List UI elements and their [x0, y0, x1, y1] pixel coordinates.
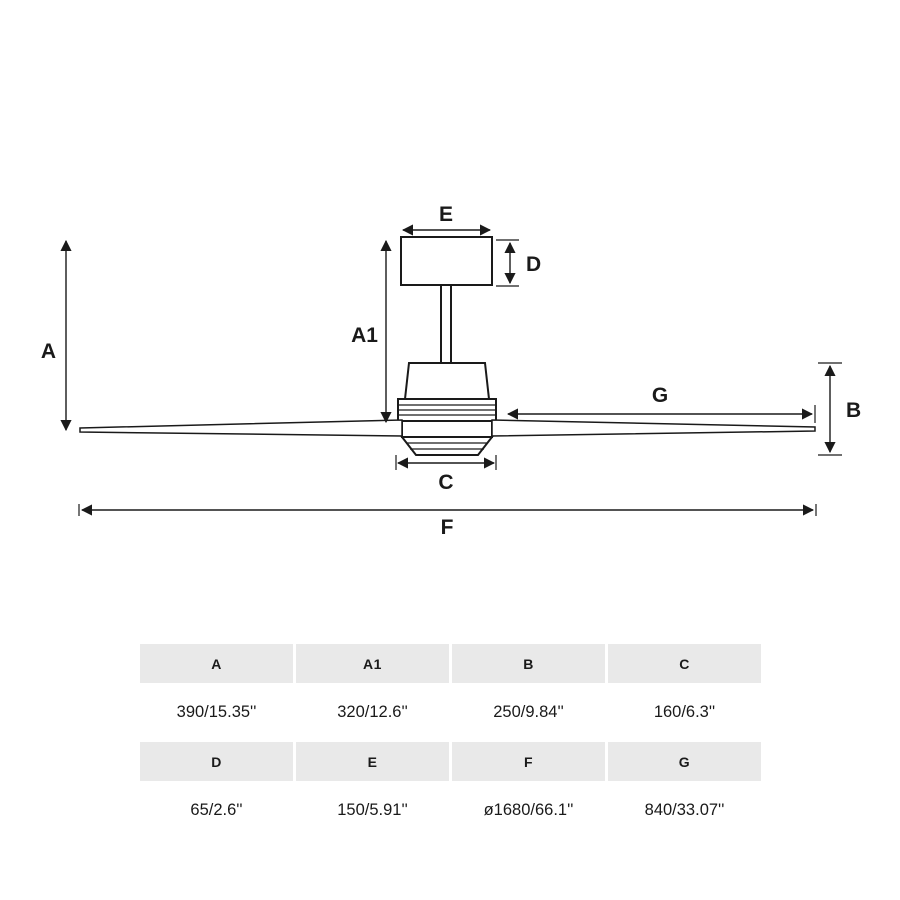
table-value-cell: 390/15.35'': [176, 703, 257, 721]
table-value-cell: 250/9.84'': [493, 703, 564, 721]
downrod: [440, 284, 452, 364]
motor-housing: [403, 362, 491, 400]
table-header-cell: D: [140, 742, 293, 781]
table-header-cell: F: [452, 742, 605, 781]
dim-E-label: E: [439, 203, 453, 226]
table-value-cell: 65/2.6'': [190, 801, 243, 819]
table-header-cell: A: [140, 644, 293, 683]
table-header-cell: C: [608, 644, 761, 683]
dim-C-label: C: [438, 471, 453, 494]
table-header-cell: E: [296, 742, 449, 781]
dimensions-table: A A1 B C 390/15.35'' 320/12.6'' 250/9.84…: [140, 644, 761, 840]
table-value-cell: 150/5.91'': [337, 801, 408, 819]
table-header-cell: G: [608, 742, 761, 781]
dim-A1-label: A1: [351, 324, 378, 347]
dim-D-label: D: [526, 253, 541, 276]
table-value-cell: ø1680/66.1'': [483, 801, 574, 819]
table-value-cell: 840/33.07'': [644, 801, 725, 819]
dim-A-label: A: [41, 340, 56, 363]
dim-F-label: F: [441, 516, 454, 539]
table-header-cell: B: [452, 644, 605, 683]
fan-dimension-diagram: E D A1 A G B C F: [41, 203, 861, 539]
motor-hub: [401, 420, 493, 438]
right-blade: [491, 419, 816, 437]
dim-G-label: G: [652, 384, 668, 407]
dim-B-label: B: [846, 399, 861, 422]
table-value-cell: 160/6.3'': [653, 703, 716, 721]
table-value-cell: 320/12.6'': [337, 703, 408, 721]
bottom-cap: [399, 436, 495, 456]
table-header-cell: A1: [296, 644, 449, 683]
left-blade: [79, 419, 403, 437]
canopy-outline: [400, 236, 493, 286]
